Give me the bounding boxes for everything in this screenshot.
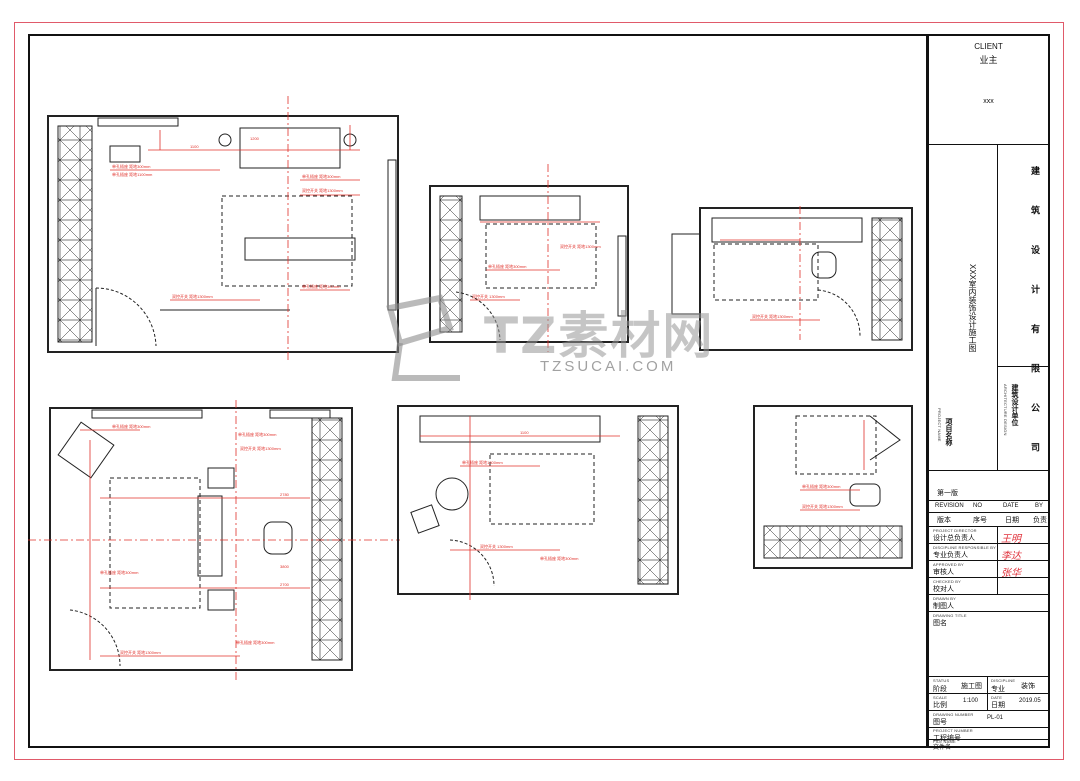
rev-header-no-cn: 序号 — [973, 517, 987, 524]
drawing-no-label-en: DRAWING NUMBER — [933, 712, 974, 717]
file-label-cn: 文件名 — [933, 745, 952, 751]
svg-text:1200: 1200 — [250, 136, 260, 141]
svg-text:双控开关 距地1300mm: 双控开关 距地1300mm — [120, 649, 161, 655]
project-no-label-cn: 工程编号 — [933, 735, 961, 742]
date-label-en: DATE — [991, 695, 1003, 700]
drawing-frame — [28, 34, 928, 748]
svg-text:单孔插座 距地300mm: 单孔插座 距地300mm — [100, 569, 139, 575]
rev-header-no: NO — [973, 503, 982, 509]
discipline-label-cn: 专业 — [991, 686, 1005, 693]
role-4-en: DRAWN BY — [933, 596, 957, 601]
role-1-signature: 李达 — [1001, 551, 1021, 562]
svg-text:单孔插座 距地1300mm: 单孔插座 距地1300mm — [462, 459, 503, 465]
rev-header-version-cn: 版本 — [937, 517, 951, 524]
design-unit-label-cn: 建筑设计单位 — [1011, 384, 1018, 426]
client-label-en: CLIENT — [974, 42, 1003, 51]
svg-text:1100: 1100 — [190, 144, 199, 149]
svg-text:单孔插座 距地300mm: 单孔插座 距地300mm — [302, 283, 341, 289]
svg-text:单孔插座 距地300mm: 单孔插座 距地300mm — [238, 431, 277, 437]
project-name-label-en: PROJECT NAME — [937, 408, 942, 442]
drawing-no-value: PL-01 — [987, 715, 1004, 721]
rev-header-by: BY — [1035, 503, 1044, 509]
role-3-cn: 校对人 — [933, 586, 954, 593]
svg-text:单孔插座 距地300mm: 单孔插座 距地300mm — [488, 263, 527, 269]
rev-header-by-cn: 负责 — [1033, 517, 1047, 524]
client-name: xxx — [983, 98, 994, 105]
client-label-cn: 业主 — [979, 55, 998, 65]
svg-text:双控开关 距地1300mm: 双控开关 距地1300mm — [172, 293, 213, 299]
rev-header-revision: REVISION — [935, 503, 964, 509]
scale-value: 1:100 — [963, 698, 979, 704]
file-label-en: FILE NAME — [933, 739, 956, 744]
discipline-value: 装饰 — [1021, 683, 1035, 690]
svg-text:双控开关 1300mm: 双控开关 1300mm — [472, 293, 505, 299]
role-2-signature: 张华 — [1001, 568, 1021, 579]
svg-text:双控开关 1300mm: 双控开关 1300mm — [480, 543, 513, 549]
svg-text:单孔插座 距地300mm: 单孔插座 距地300mm — [112, 163, 151, 169]
role-3-en: CHECKED BY — [933, 579, 962, 584]
project-name-label-cn: 项目名称 — [945, 418, 952, 446]
status-label-cn: 阶段 — [933, 686, 947, 693]
svg-text:单孔插座 距地300mm: 单孔插座 距地300mm — [802, 483, 841, 489]
role-0-cn: 设计总负责人 — [933, 535, 975, 542]
watermark-url: TZSUCAI.COM — [540, 358, 677, 375]
design-unit-label-en: ARCHITECTURE DESIGN — [1003, 384, 1008, 436]
status-label-en: STATUS — [933, 678, 950, 683]
plan-living-room: 单孔插座 距地300mm 单孔插座 距地300mm 双控开关 距地1300mm … — [28, 400, 400, 680]
role-2-en: APPROVED BY — [933, 562, 964, 567]
role-4-cn: 制图人 — [933, 603, 954, 610]
project-no-label-en: PROJECT NUMBER — [933, 728, 973, 733]
discipline-label-en: DISCIPLINE — [991, 678, 1016, 683]
project-title: XXX室内装饰设计施工图 — [968, 264, 977, 353]
svg-text:1100: 1100 — [520, 430, 529, 435]
svg-text:双控开关 距地1300mm: 双控开关 距地1300mm — [240, 445, 281, 451]
date-value: 2019.05 — [1019, 698, 1041, 704]
status-value: 施工图 — [961, 683, 982, 690]
scale-label-cn: 比例 — [933, 702, 947, 709]
plan-master-bedroom: 单孔插座 距地300mm 单孔插座 距地1100mm 单孔插座 距地300mm … — [47, 96, 399, 362]
svg-text:单孔插座 距地300mm: 单孔插座 距地300mm — [236, 639, 275, 645]
svg-text:单孔插座 距地300mm: 单孔插座 距地300mm — [540, 555, 579, 561]
role-0-en: PROJECT DIRECTOR — [933, 528, 977, 533]
date-label-cn: 日期 — [991, 702, 1005, 709]
rev-header-date-cn: 日期 — [1005, 517, 1019, 524]
role-0-signature: 王明 — [1001, 534, 1021, 545]
drawing-title-label-en: DRAWING TITLE — [933, 613, 967, 618]
drawing-title-label-cn: 图名 — [933, 620, 947, 627]
svg-text:2780: 2780 — [280, 492, 290, 497]
plan-guest-bedroom: 单孔插座 距地1300mm 1100 双控开关 1300mm 单孔插座 距地30… — [397, 405, 679, 600]
svg-text:3800: 3800 — [280, 564, 290, 569]
rev-header-date: DATE — [1003, 503, 1019, 509]
svg-text:双控开关 距地1300mm: 双控开关 距地1300mm — [560, 243, 601, 249]
role-1-cn: 专业负责人 — [933, 552, 968, 559]
drawing-no-label-cn: 图号 — [933, 719, 947, 726]
floor-plans: 单孔插座 距地300mm 单孔插座 距地1100mm 单孔插座 距地300mm … — [28, 96, 913, 680]
svg-text:双控开关 距地1300mm: 双控开关 距地1300mm — [802, 503, 843, 509]
svg-text:2700: 2700 — [280, 582, 290, 587]
svg-text:双控开关 距地1300mm: 双控开关 距地1300mm — [302, 187, 343, 193]
title-block: CLIENT 业主 xxx XXX室内装饰设计施工图 建 筑 设 计 有 限 公… — [928, 34, 1050, 751]
company-name: 建 筑 设 计 有 限 公 司 — [1030, 166, 1040, 466]
svg-text:单孔插座 距地300mm: 单孔插座 距地300mm — [302, 173, 341, 179]
svg-text:单孔插座 距地1100mm: 单孔插座 距地1100mm — [112, 171, 153, 177]
sheet-border — [14, 22, 1064, 760]
role-1-en: DISCIPLINE RESPONSIBLE BY — [933, 545, 997, 550]
plan-kids-room: 单孔插座 距地300mm 双控开关 距地1300mm — [753, 405, 913, 569]
first-edition: 第一版 — [937, 490, 958, 497]
svg-text:双控开关 距地1300mm: 双控开关 距地1300mm — [752, 313, 793, 319]
watermark-logo-icon — [386, 294, 460, 381]
watermark-text: TZ素材网 — [484, 307, 715, 365]
role-2-cn: 审核人 — [933, 569, 954, 576]
plan-second-bedroom: 双控开关 距地1300mm 单孔插座 距地300mm 双控开关 1300mm — [429, 164, 629, 352]
plan-study-room: 双控开关 距地1300mm — [671, 206, 913, 351]
scale-label-en: SCALE — [933, 695, 948, 700]
svg-text:单孔插座 距地300mm: 单孔插座 距地300mm — [112, 423, 151, 429]
